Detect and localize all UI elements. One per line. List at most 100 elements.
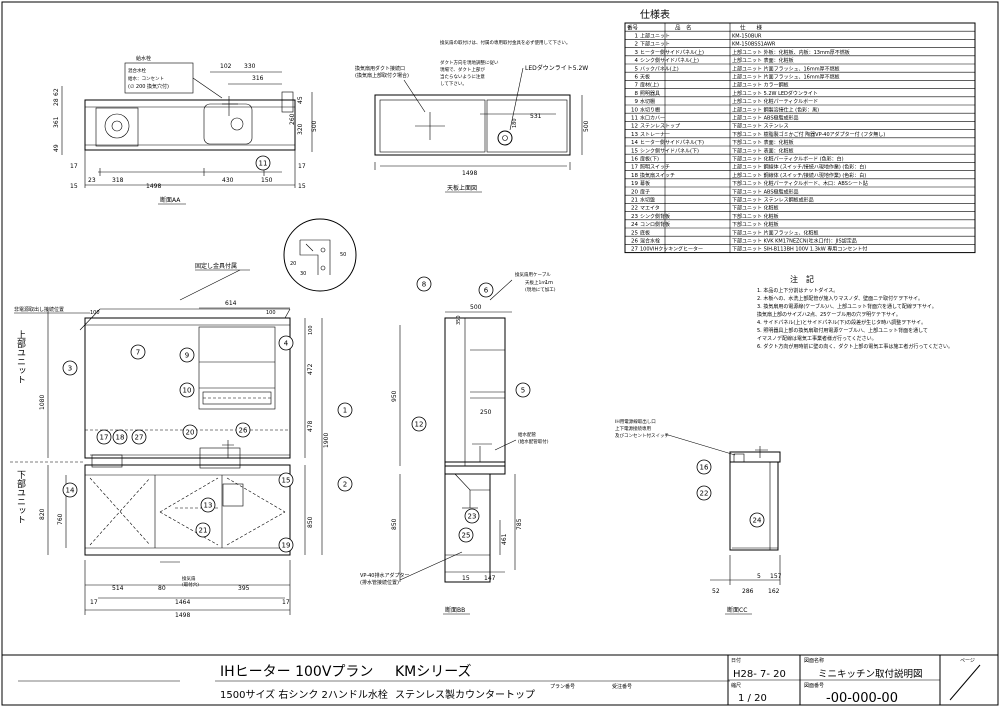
- detail-dim-20: 20: [290, 261, 296, 267]
- svg-text:17: 17: [100, 434, 109, 442]
- spec-row-spec: 上部ユニット 表面：化粧板: [732, 57, 794, 64]
- spec-row-spec: 下部ユニット ステンレス: [732, 123, 789, 130]
- spec-row-no: 13: [631, 132, 638, 138]
- spec-row-name: 下部ユニット: [640, 41, 670, 48]
- balloon-13: 13: [200, 497, 216, 513]
- spec-row-no: 24: [631, 222, 638, 228]
- spec-row-no: 10: [631, 107, 638, 113]
- dim-aa-260: 260: [289, 113, 296, 125]
- balloon-16: 16: [696, 459, 712, 475]
- spec-row-spec: 下部ユニット SIH-B113BH 100V 1.3kW 専用コンセント付: [732, 246, 867, 253]
- spec-row-name: 水切棚: [640, 98, 655, 105]
- spec-row-name: ヒーター側サイドパネル(下): [640, 139, 704, 146]
- svg-text:25: 25: [462, 532, 471, 540]
- balloon-18: 18: [112, 429, 128, 445]
- spec-row-no: 16: [631, 157, 638, 163]
- spec-row-no: 9: [635, 99, 639, 105]
- balloon-14: 14: [62, 482, 78, 498]
- dim-fe-760: 760: [57, 513, 64, 525]
- dim-aa-17: 17: [70, 163, 78, 170]
- svg-text:11: 11: [259, 160, 268, 168]
- notes-title: 注 記: [790, 274, 814, 284]
- balloon-24: 24: [749, 512, 765, 528]
- dim-bb-1m: 1m: [545, 280, 553, 286]
- svg-text:13: 13: [204, 502, 213, 510]
- dim-aa-318: 318: [112, 177, 124, 184]
- aa-note-3: (∅ 200 換気穴付): [128, 83, 169, 90]
- spec-row-spec: KM-150BUR: [732, 34, 762, 40]
- spec-row-spec: 上部ユニット カラー鋼板: [732, 82, 789, 89]
- svg-text:20: 20: [186, 429, 195, 437]
- svg-text:21: 21: [199, 527, 208, 535]
- spec-row-spec: 下部ユニット 樹脂製ゴミかご付 陶器VP-40アダプター付 (フタ無し): [732, 131, 885, 138]
- dim-top-180: 180: [512, 118, 518, 128]
- spec-row-no: 18: [631, 173, 638, 179]
- balloon-4: 4: [278, 335, 294, 351]
- spec-row-spec: 上部ユニット 鋼線体 (スイッチ/接続ハ現地作業) (色彩：白): [732, 172, 866, 179]
- plan-title-2: 1500サイズ 右シンク 2ハンドル水栓: [220, 688, 388, 701]
- dim-aa-316: 316: [252, 75, 264, 82]
- spec-row-name: 混合水栓: [640, 238, 660, 245]
- top-note-5: して下さい。: [440, 80, 467, 87]
- bb-top-note-3: (現地にて加工): [525, 286, 556, 293]
- dim-fe-850: 850: [307, 516, 314, 528]
- spec-row-no: 7: [635, 83, 639, 89]
- dim-aa-45: 45: [297, 96, 304, 104]
- dim-aa-15: 15: [70, 183, 78, 190]
- spec-row-name: 換気扇スイッチ: [640, 172, 675, 179]
- dim-fe-1900: 1900: [323, 433, 330, 448]
- balloon-22: 22: [696, 485, 712, 501]
- balloon-26: 26: [235, 422, 251, 438]
- spec-row-no: 6: [635, 75, 639, 81]
- balloon-1: 1: [337, 402, 353, 418]
- top-note-4: 当たらないように注意: [440, 73, 485, 80]
- spec-row-spec: 上部ユニット 化粧パーティクルボード: [732, 98, 818, 105]
- cc-outlet-note-3: 及びコンセント付スイッチ: [615, 432, 669, 439]
- balloon-11: 11: [255, 155, 271, 171]
- spec-row-name: シンク側サイドパネル(上): [640, 57, 699, 64]
- detail-dim-50: 50: [340, 252, 346, 258]
- aa-note-2: 給水：コンセント: [128, 75, 164, 82]
- spec-row-no: 27: [631, 247, 638, 253]
- svg-text:8: 8: [422, 281, 426, 289]
- spec-row-spec: 下部ユニット 化粧板: [732, 205, 779, 212]
- dim-aa-430: 430: [222, 177, 234, 184]
- spec-row-no: 20: [631, 189, 638, 195]
- spec-row-spec: 上部ユニット ABS樹脂成形品: [732, 115, 799, 122]
- spec-row-name: 底板: [640, 229, 650, 236]
- scale-value: 1 / 20: [738, 693, 767, 704]
- front-elevation: 固定し金具付属: [10, 262, 330, 619]
- spec-row-name: バックパネル(上): [640, 65, 679, 72]
- spec-row-name: 扉板(下): [640, 156, 659, 163]
- svg-text:18: 18: [116, 434, 125, 442]
- spec-row-name: 水口カバー: [640, 115, 665, 122]
- dim-fe-80: 80: [158, 585, 166, 592]
- aa-note-title: 給水栓: [136, 55, 151, 62]
- spec-row-name: シンク側背板: [640, 213, 670, 220]
- spec-row-spec: 下部ユニット 表面：化粧板: [732, 147, 794, 154]
- dim-bb-500: 500: [470, 304, 482, 311]
- dim-aa-150: 150: [261, 177, 273, 184]
- aa-note-1: 混合水栓: [128, 67, 146, 74]
- svg-text:22: 22: [700, 490, 709, 498]
- spec-row-name: 天板: [640, 74, 650, 81]
- date-value: H28- 7- 20: [733, 669, 786, 680]
- spec-row-spec: 下部ユニット 化粧パーティクルボード、木口：ABSシート貼: [732, 180, 868, 187]
- svg-text:1: 1: [343, 407, 347, 415]
- vp40-label: VP-40排水アダプター: [360, 572, 410, 579]
- dim-fe-820: 820: [39, 508, 46, 520]
- dim-cc-5: 5: [757, 573, 761, 580]
- drawing-name: ミニキッチン取付説明図: [818, 668, 923, 680]
- spec-header-no: 番号: [627, 24, 639, 31]
- spec-row-spec: 下部ユニット 化粧板: [732, 221, 779, 228]
- dim-bb-785: 785: [516, 518, 523, 530]
- plan-title-1: IHヒーター 100Vプラン: [220, 664, 373, 680]
- spec-row-no: 14: [631, 140, 638, 146]
- spec-row-name: 照明器具: [640, 91, 660, 97]
- note-item: 換気扇上部のサイズハ2点、25ケーブル用の穴ヲ明ケテ下サイ。: [757, 311, 901, 318]
- bb-top-note-1: 換気扇用ケーブル: [515, 271, 551, 278]
- balloon-15: 15: [278, 472, 294, 488]
- dim-fe-100a: 100: [90, 310, 100, 316]
